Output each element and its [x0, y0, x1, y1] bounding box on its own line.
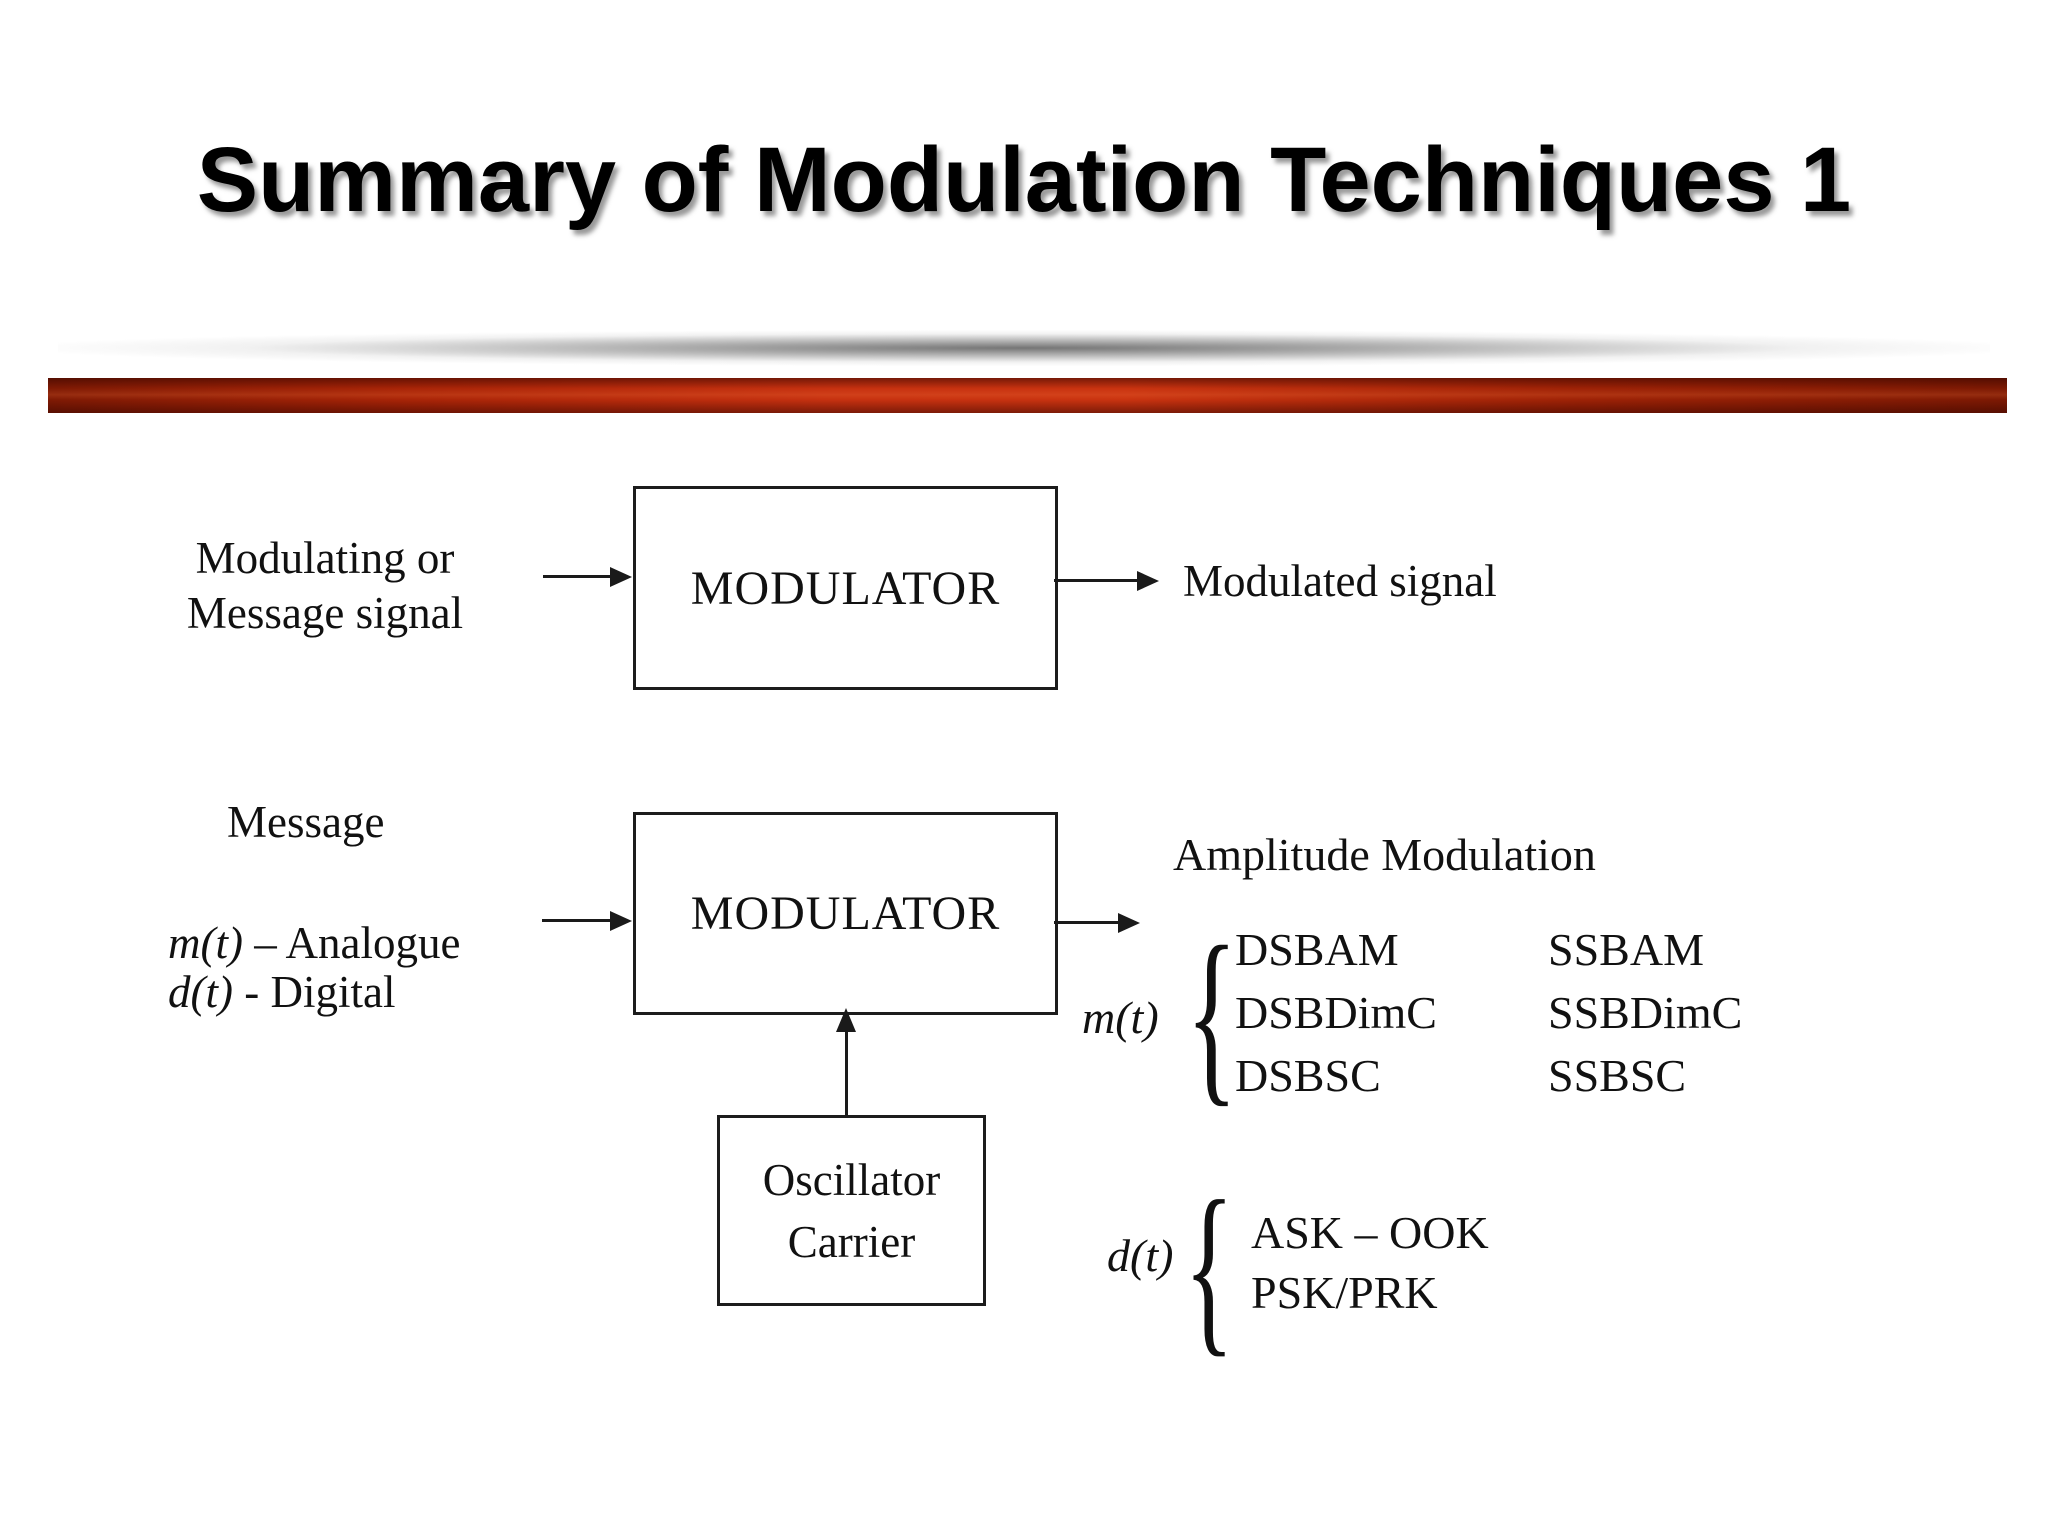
dt-symbol: d(t)	[168, 967, 233, 1017]
digital-schemes-column: ASK – OOK PSK/PRK	[1251, 1203, 1489, 1323]
slide-title: Summary of Modulation Techniques 1	[196, 129, 1852, 231]
mt-group-label: m(t)	[1082, 992, 1159, 1043]
oscillator-label-line2: Carrier	[787, 1216, 916, 1267]
dt-group-label: d(t)	[1107, 1230, 1174, 1281]
modulator-box-1: MODULATOR	[633, 486, 1058, 690]
input-arrow-1-line	[543, 575, 612, 578]
scheme-dsbam: DSBAM	[1235, 924, 1399, 975]
oscillator-box: Oscillator Carrier	[717, 1115, 986, 1306]
scheme-dsbdimc: DSBDimC	[1235, 987, 1437, 1038]
analogue-signal-label: m(t) – Analogue	[168, 915, 460, 971]
analogue-suffix: – Analogue	[254, 918, 461, 968]
modulator-box-2: MODULATOR	[633, 812, 1058, 1015]
output-arrow-2-head-icon	[1118, 913, 1140, 933]
scheme-ssbsc: SSBSC	[1548, 1050, 1687, 1101]
modulator-box-1-label: MODULATOR	[690, 561, 1001, 615]
carrier-arrow-line	[845, 1030, 848, 1115]
modulating-message-line2: Message signal	[186, 588, 464, 638]
carrier-arrow-head-icon	[836, 1008, 856, 1032]
output-arrow-1-head-icon	[1137, 571, 1159, 591]
scheme-ask-ook: ASK – OOK	[1251, 1207, 1489, 1258]
input-arrow-1-head-icon	[610, 567, 632, 587]
message-heading: Message	[227, 797, 385, 847]
dt-brace-icon: {	[1184, 1163, 1235, 1373]
modulating-message-line1: Modulating or	[195, 533, 455, 583]
scheme-dsbsc: DSBSC	[1235, 1050, 1381, 1101]
scheme-ssbdimc: SSBDimC	[1548, 987, 1743, 1038]
analogue-schemes-column-2: SSBAM SSBDimC SSBSC	[1548, 918, 1742, 1107]
input-arrow-2-line	[542, 919, 612, 922]
scheme-ssbam: SSBAM	[1548, 924, 1704, 975]
scheme-psk-prk: PSK/PRK	[1251, 1267, 1438, 1318]
analogue-schemes-column-1: DSBAM DSBDimC DSBSC	[1235, 918, 1437, 1107]
gray-gradient-divider	[58, 330, 1990, 366]
modulator-box-2-label: MODULATOR	[690, 887, 1001, 940]
mt-symbol: m(t)	[168, 918, 243, 968]
modulated-signal-label: Modulated signal	[1183, 556, 1497, 606]
mt-brace-icon: {	[1186, 906, 1238, 1123]
input-arrow-2-head-icon	[610, 911, 632, 931]
red-divider-bar	[48, 378, 2007, 413]
digital-suffix: - Digital	[244, 967, 396, 1017]
output-arrow-2-line	[1054, 921, 1120, 924]
amplitude-modulation-heading: Amplitude Modulation	[1173, 829, 1596, 880]
output-arrow-1-line	[1054, 579, 1139, 582]
oscillator-label-line1: Oscillator	[762, 1154, 941, 1205]
modulating-message-label: Modulating or Message signal	[160, 531, 490, 641]
digital-signal-label: d(t) - Digital	[168, 964, 395, 1020]
